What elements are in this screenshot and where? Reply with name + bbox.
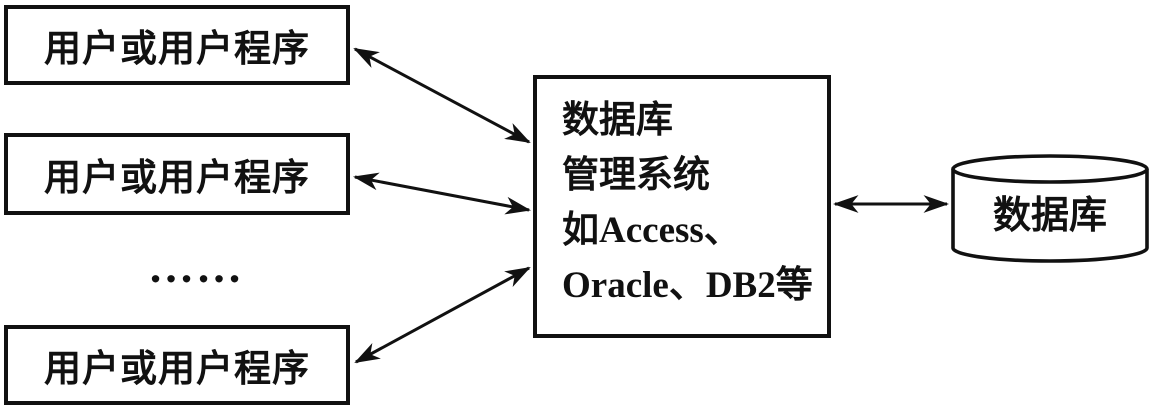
- arrow-user2-dbms: [352, 172, 532, 215]
- node-user-box-3: 用户或用户程序: [4, 325, 350, 405]
- dbms-line-3: 如Access、: [562, 210, 741, 251]
- user-box-1-label: 用户或用户程序: [44, 29, 310, 70]
- dbms-line-1: 数据库: [562, 100, 673, 141]
- cylinder-body: [951, 169, 1149, 263]
- node-user-box-1: 用户或用户程序: [4, 5, 350, 85]
- dbms-line-2: 管理系统: [562, 155, 710, 196]
- arrow-user1-dbms: [353, 47, 531, 144]
- ellipsis-more-users: ……: [148, 241, 244, 292]
- dbms-line-4: Oracle、DB2等: [562, 265, 813, 306]
- user-box-3-label: 用户或用户程序: [44, 349, 310, 390]
- database-label: 数据库: [992, 195, 1107, 237]
- arrow-user3-dbms: [354, 266, 531, 364]
- node-dbms-box: 数据库 管理系统 如Access、 Oracle、DB2等: [533, 75, 831, 338]
- database-cylinder-icon: [951, 154, 1149, 263]
- node-user-box-2: 用户或用户程序: [4, 133, 350, 215]
- cylinder-top: [951, 154, 1149, 184]
- user-box-2-label: 用户或用户程序: [44, 158, 310, 199]
